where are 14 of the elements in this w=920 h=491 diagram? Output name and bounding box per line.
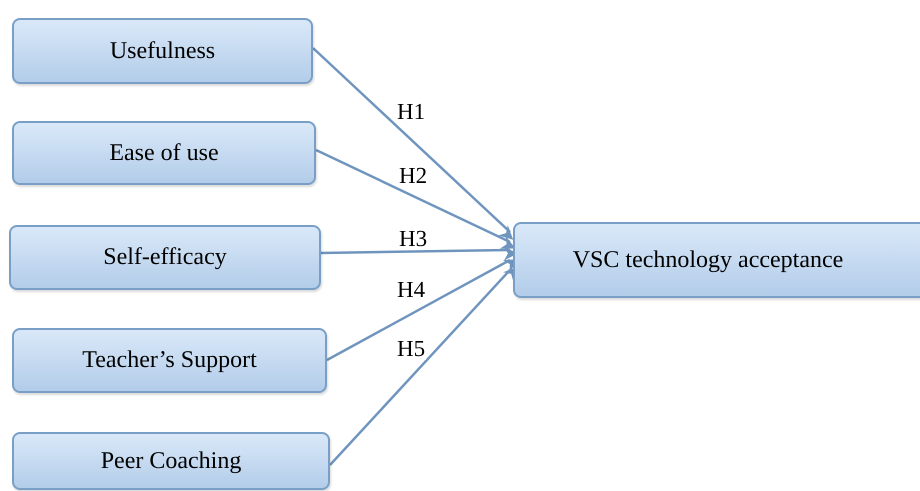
construct-box [9, 225, 321, 290]
construct-label: Peer Coaching [100, 448, 242, 474]
construct-box [12, 328, 327, 393]
arrow [315, 148, 516, 249]
construct-box [12, 121, 316, 185]
construct-label: VSC technology acceptance [572, 246, 844, 274]
construct-label: Ease of use [109, 140, 219, 166]
construct-box [12, 18, 313, 84]
construct-box [12, 432, 330, 490]
construct-box [513, 222, 920, 298]
arrow [312, 47, 514, 240]
construct-label: Teacher’s Support [82, 347, 257, 374]
construct-label: Usefulness [110, 38, 216, 64]
construct-label: Self-efficacy [103, 244, 227, 271]
